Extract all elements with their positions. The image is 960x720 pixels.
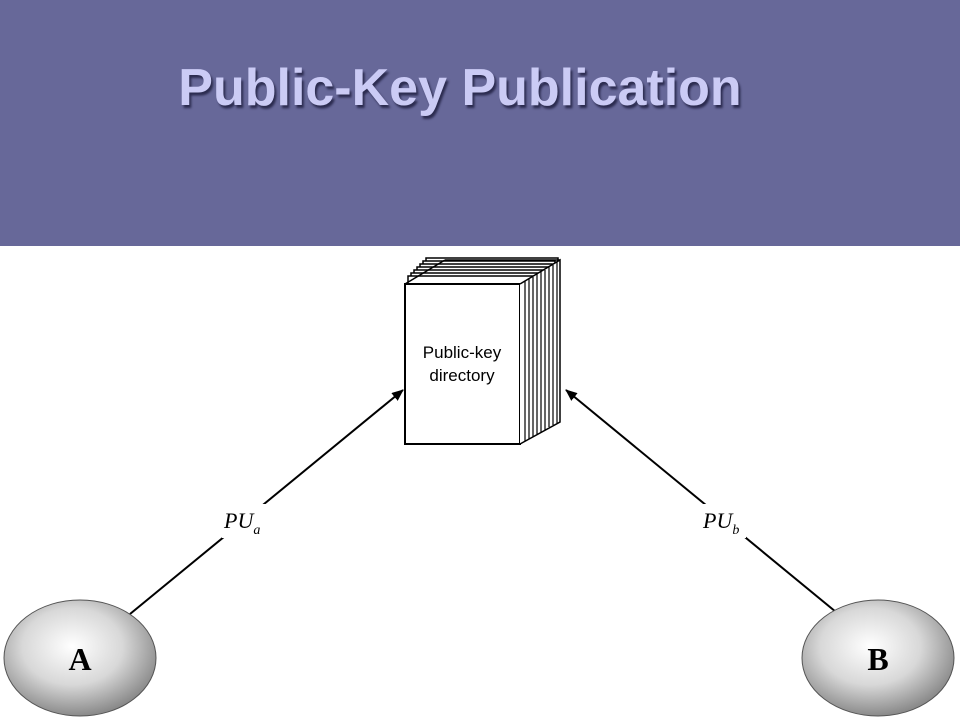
- arrow-a-to-directory: [129, 389, 404, 615]
- node-b-label: B: [867, 641, 888, 677]
- title-bar: Public-Key Publication: [0, 0, 960, 246]
- node-b: [801, 599, 955, 717]
- node-a: [3, 599, 157, 717]
- arrow-b-to-directory: [565, 389, 837, 613]
- edge-b-label-bg: [700, 504, 746, 538]
- key-publication-diagram: Public-key directory PUa PUb A B: [3, 257, 955, 717]
- slide-title: Public-Key Publication: [178, 59, 742, 117]
- directory-book-icon: [404, 257, 561, 445]
- edge-a-label: PUa: [223, 508, 260, 538]
- directory-label-line1: Public-key: [423, 343, 502, 362]
- edge-b-label: PUb: [702, 508, 739, 538]
- directory-label-line2: directory: [429, 366, 495, 385]
- edge-a-label-bg: [222, 504, 268, 538]
- diagram-area: Public-key directory PUa PUb A B: [0, 246, 960, 720]
- node-a-label: A: [68, 641, 91, 677]
